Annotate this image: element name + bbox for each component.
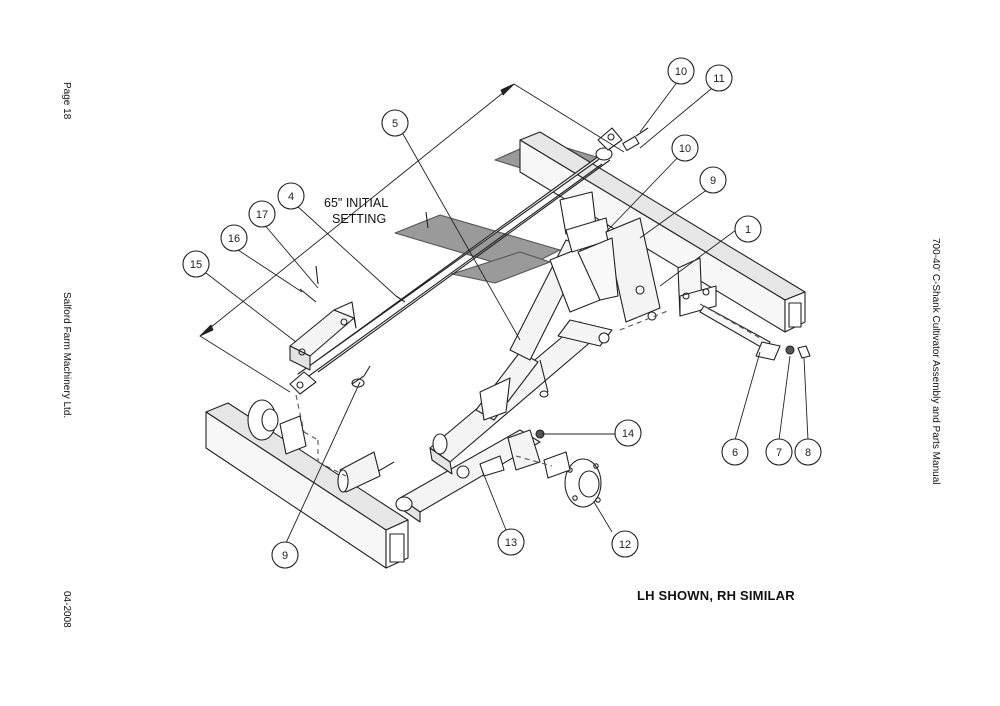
wheel-hub	[543, 451, 602, 508]
callout-7: 7	[765, 438, 793, 466]
clamp-bracket	[289, 301, 357, 371]
hidden-lines	[295, 303, 761, 477]
svg-text:10: 10	[675, 66, 687, 78]
hitch-arm	[395, 191, 613, 523]
svg-text:8: 8	[805, 447, 811, 459]
callout-9-lower: 9	[271, 541, 299, 569]
callout-10-upper: 10	[667, 57, 695, 85]
angle-plates	[577, 217, 661, 323]
svg-text:14: 14	[622, 428, 634, 440]
callout-4: 4	[277, 182, 305, 210]
callout-5: 5	[381, 109, 409, 137]
svg-text:11: 11	[713, 73, 724, 85]
callout-10-middle: 10	[671, 134, 699, 162]
callout-17: 17	[248, 200, 276, 228]
dimension-line	[199, 83, 625, 393]
svg-text:1: 1	[745, 224, 751, 236]
dimension-note-line1: 65" INITIAL	[324, 196, 388, 210]
svg-text:4: 4	[288, 191, 294, 203]
callout-bubbles: 1 4 5 6 7 8 9 9 10 10 11 12 13 14 15 16 …	[182, 57, 822, 569]
callout-9-upper: 9	[699, 166, 727, 194]
dimension-note-line2: SETTING	[332, 212, 386, 226]
svg-text:17: 17	[256, 209, 268, 221]
mount-bracket	[677, 257, 717, 317]
svg-text:9: 9	[282, 550, 288, 562]
figure-caption: LH SHOWN, RH SIMILAR	[637, 588, 795, 603]
svg-text:5: 5	[392, 118, 398, 130]
callout-1: 1	[734, 215, 762, 243]
front-frame-tube	[205, 402, 409, 569]
callout-8: 8	[794, 438, 822, 466]
leader-lines	[205, 80, 809, 544]
callout-16: 16	[220, 224, 248, 252]
svg-text:6: 6	[732, 447, 738, 459]
callout-11: 11	[705, 64, 733, 92]
svg-text:7: 7	[776, 447, 782, 459]
svg-text:16: 16	[228, 233, 240, 245]
svg-text:10: 10	[679, 143, 691, 155]
callout-6: 6	[721, 438, 749, 466]
turnbuckle-rod	[289, 127, 623, 395]
svg-text:13: 13	[505, 537, 517, 549]
callout-15: 15	[182, 250, 210, 278]
callout-12: 12	[611, 530, 639, 558]
svg-text:9: 9	[710, 175, 716, 187]
svg-text:12: 12	[619, 539, 631, 551]
rear-frame-tube	[519, 131, 806, 333]
svg-text:15: 15	[190, 259, 202, 271]
callout-13: 13	[497, 528, 525, 556]
callout-14: 14	[614, 419, 642, 447]
pivot-shaft	[699, 305, 811, 361]
